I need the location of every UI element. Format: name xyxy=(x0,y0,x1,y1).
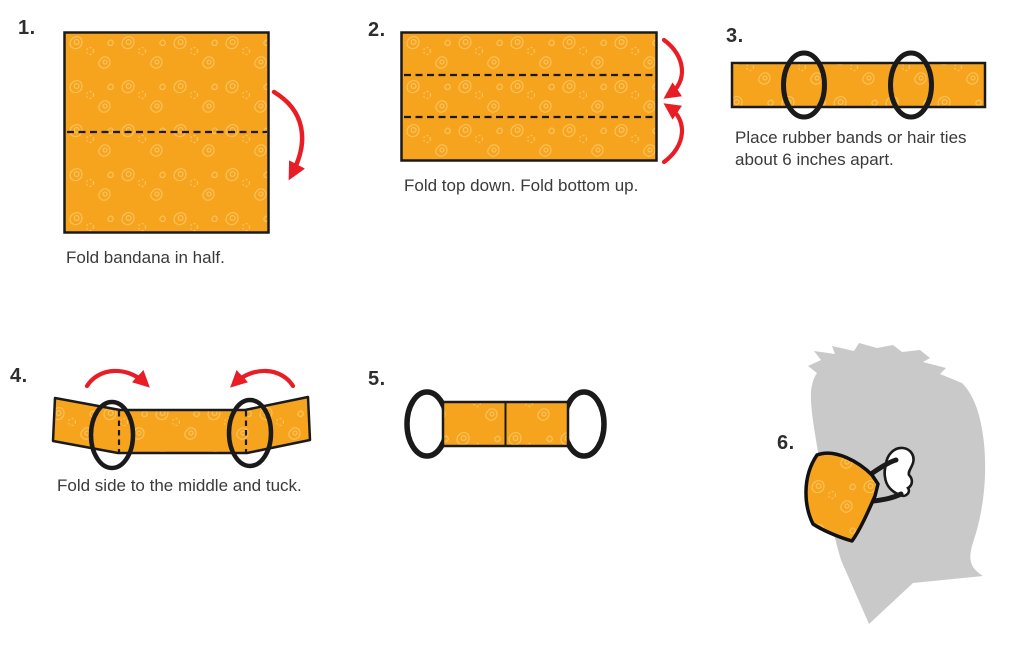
step-1-caption: Fold bandana in half. xyxy=(66,248,225,267)
step-3-number: 3. xyxy=(726,25,744,47)
step-4-caption: Fold side to the middle and tuck. xyxy=(57,476,302,495)
step-4-number: 4. xyxy=(10,365,28,387)
step-2-caption: Fold top down. Fold bottom up. xyxy=(404,176,639,195)
fold-left-arrow-icon xyxy=(84,368,150,389)
bandana-rectangle xyxy=(400,31,658,162)
step-2-number: 2. xyxy=(368,19,386,41)
rubber-band-right xyxy=(888,50,934,120)
fold-right-arrow-icon xyxy=(230,368,296,389)
step-3-caption: Place rubber bands or hair ties about 6 … xyxy=(735,128,967,169)
person-wearing-mask xyxy=(804,343,986,624)
fold-bottom-up-arrow-icon xyxy=(661,103,685,165)
bandana-square xyxy=(63,31,270,234)
fold-inward-arrows-icon xyxy=(661,37,685,165)
strip-with-folded-sides xyxy=(51,368,312,471)
fold-down-arrow-icon xyxy=(271,89,306,181)
mask-strap-top xyxy=(868,457,899,477)
bandana-fabric xyxy=(400,31,658,162)
rubber-band-left xyxy=(88,399,136,471)
ear-loop-right xyxy=(561,389,607,459)
ear xyxy=(883,446,915,498)
step-5-number: 5. xyxy=(368,368,386,390)
fold-top-down-arrow-icon xyxy=(661,37,685,99)
face-mask xyxy=(804,451,880,543)
rubber-band-left xyxy=(781,50,827,120)
rubber-band-right xyxy=(226,397,274,469)
step-1-number: 1. xyxy=(18,17,36,39)
finished-folded-mask xyxy=(404,389,607,459)
bandana-strip-with-bands xyxy=(730,50,987,120)
step-6-number: 6. xyxy=(777,432,795,454)
ear-loop-left xyxy=(404,389,450,459)
bandana-fabric xyxy=(730,61,987,109)
mask-strap-bottom xyxy=(870,491,904,504)
